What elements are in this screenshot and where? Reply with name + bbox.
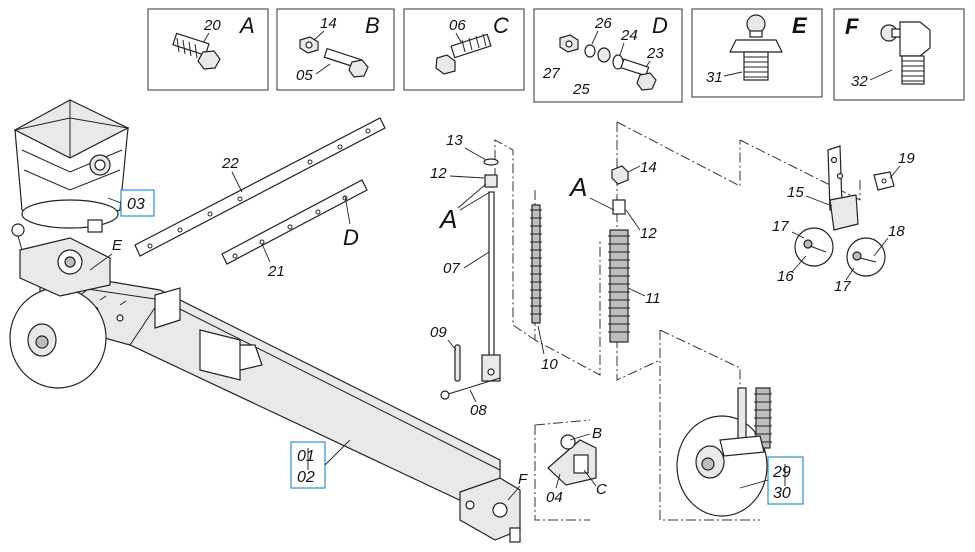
- part-label-20: 20: [203, 17, 221, 34]
- grease-nipple-31-illustration: [729, 14, 783, 81]
- label-12-right: 12: [640, 225, 657, 242]
- grease-nipple-32-illustration: [880, 21, 931, 85]
- part-label-05: 05: [296, 67, 313, 84]
- label-16: 16: [777, 268, 794, 285]
- label-17-top: 17: [772, 218, 789, 235]
- label-D-main: D: [343, 225, 359, 250]
- ref-box-03: 03: [107, 189, 155, 217]
- part-label-31: 31: [706, 69, 723, 86]
- ref-29-text: 29: [772, 464, 791, 481]
- label-B-main: B: [592, 425, 602, 442]
- ref-box-01-02: 01 02: [290, 439, 351, 489]
- label-21: 21: [267, 263, 285, 280]
- detail-box-f: F 32: [833, 8, 965, 101]
- main-frame-beam: [39, 269, 501, 506]
- detail-box-a-letter: A: [238, 13, 255, 38]
- bracket-15: [827, 145, 859, 231]
- part-label-26: 26: [594, 15, 612, 32]
- part-label-06: 06: [449, 17, 466, 34]
- detail-box-f-letter: F: [845, 14, 859, 39]
- part-label-14-b: 14: [320, 15, 337, 32]
- magnifier-18: [846, 237, 886, 277]
- detail-box-d: D 26 24 23 27 25: [533, 8, 683, 103]
- detail-box-e-letter: E: [792, 13, 808, 38]
- strap-21: [221, 179, 368, 265]
- label-A-rod: A: [438, 204, 457, 234]
- ref-03-text: 03: [127, 196, 145, 213]
- detail-box-c-letter: C: [493, 13, 509, 38]
- bracket-04: [547, 434, 597, 486]
- ref-02-text: 02: [297, 469, 315, 486]
- label-17-bottom: 17: [834, 278, 851, 295]
- part-label-23: 23: [646, 45, 664, 62]
- label-07: 07: [443, 260, 460, 277]
- part-label-25: 25: [572, 81, 590, 98]
- label-C-main: C: [596, 481, 607, 498]
- label-14: 14: [640, 159, 657, 176]
- detail-box-b: B 14 05: [276, 8, 395, 91]
- part-labels: 22 21 D E 13 12 A 07 09 08 10 A 14 12 11…: [89, 132, 915, 506]
- rear-end-bracket: [459, 477, 521, 543]
- seed-hopper: [13, 99, 130, 233]
- pin-09: [454, 344, 461, 382]
- ref-01-text: 01: [297, 448, 315, 465]
- press-wheel: [676, 387, 772, 517]
- label-A-spring: A: [568, 172, 587, 202]
- detail-box-b-letter: B: [365, 13, 380, 38]
- label-09: 09: [430, 324, 447, 341]
- strap-22: [134, 117, 386, 257]
- label-15: 15: [787, 184, 804, 201]
- spring-11: [608, 165, 630, 343]
- plate-19: [873, 171, 895, 191]
- ref-box-29-30: 29 30: [739, 456, 804, 505]
- detail-box-c: C 06: [403, 8, 525, 91]
- label-08: 08: [470, 402, 487, 419]
- spring-10: [530, 204, 542, 324]
- detail-box-d-letter: D: [652, 13, 668, 38]
- label-F-main: F: [518, 471, 528, 488]
- part-label-27: 27: [542, 65, 560, 82]
- part-label-24: 24: [620, 27, 638, 44]
- detail-box-a: A 20: [147, 8, 269, 91]
- magnifier-16: [794, 227, 834, 267]
- ref-30-text: 30: [773, 485, 791, 502]
- label-10: 10: [541, 356, 558, 373]
- label-22: 22: [221, 155, 239, 172]
- rod-07: [481, 158, 501, 382]
- part-label-32: 32: [851, 73, 868, 90]
- bolt-20-illustration: [172, 32, 221, 70]
- label-18: 18: [888, 223, 905, 240]
- drive-wheel: [9, 287, 107, 389]
- label-11: 11: [645, 290, 661, 307]
- label-12-left: 12: [430, 165, 447, 182]
- label-E-main: E: [112, 237, 123, 254]
- label-04: 04: [546, 489, 563, 506]
- label-19: 19: [898, 150, 915, 167]
- detail-box-e: E 31: [691, 8, 823, 98]
- bolt-08: [440, 377, 501, 400]
- label-13: 13: [446, 132, 463, 149]
- gearbox: [11, 223, 111, 297]
